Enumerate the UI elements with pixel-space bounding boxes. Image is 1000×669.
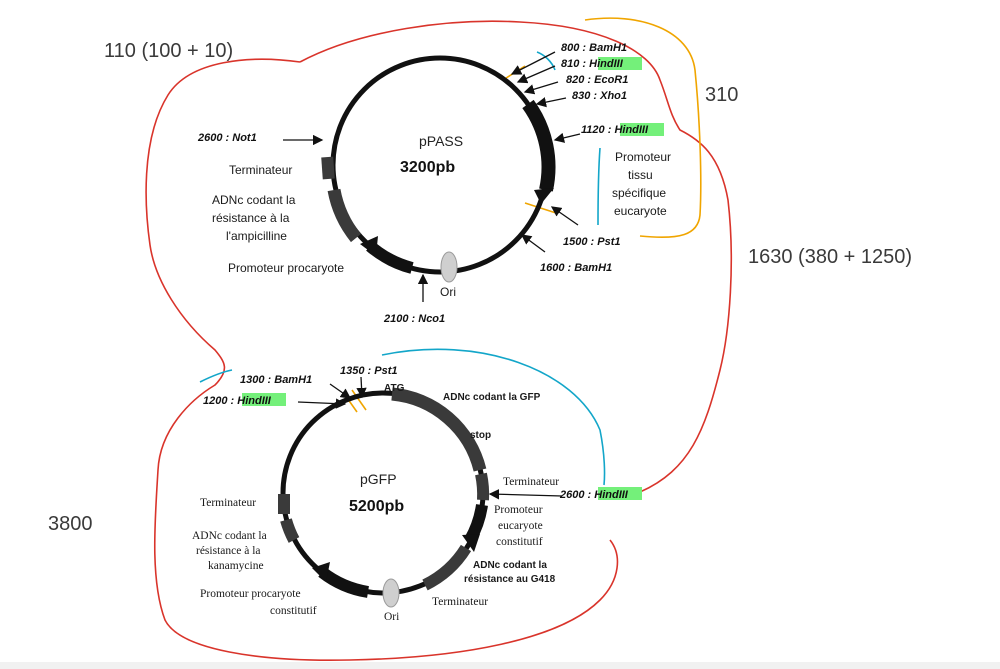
- arrow-pst1-1350: [356, 376, 367, 399]
- ppass-promoteur-tissu-block: [522, 99, 556, 192]
- highlight-hind-810: [598, 57, 642, 70]
- bottom-scroll-strip: [0, 662, 1000, 669]
- ppass-prom-tissu-label-3: spécifique: [612, 186, 666, 200]
- pgfp-prom-proc-arrowhead: [312, 562, 330, 582]
- pgfp-prom-euc-label-3: constitutif: [496, 536, 543, 548]
- ppass-name: pPASS: [419, 133, 463, 149]
- ppass-adnc-label-2: résistance à la: [212, 211, 290, 225]
- arrow-bamh1-1300: [329, 383, 352, 399]
- red-pen-outline: [145, 58, 619, 662]
- pgfp-g418-label-2: résistance au G418: [464, 574, 556, 585]
- ppass-prom-tissu-label-2: tissu: [628, 168, 653, 182]
- orange-pen-bracket: [584, 17, 702, 239]
- arrow-hind-810: [516, 65, 556, 84]
- cyan-pen-mark-3: [199, 369, 233, 383]
- pgfp-name: pGFP: [360, 471, 397, 487]
- arrow-hind-1120: [553, 132, 581, 143]
- site-xho1-830: 830 : Xho1: [572, 90, 627, 102]
- arrow-xho1-830: [535, 97, 567, 108]
- ppass-ori-block: [440, 251, 458, 283]
- ppass-prom-tissu-label-4: eucaryote: [614, 204, 667, 218]
- ppass-prom-tissu-label-1: Promoteur: [615, 150, 671, 164]
- site-ecor1-820: 820 : EcoR1: [566, 74, 628, 86]
- pgfp-terminateur-l-label: Terminateur: [200, 497, 256, 509]
- pgfp-ori-label: Ori: [384, 611, 399, 623]
- pgfp-terminateur-l-block: [278, 494, 290, 514]
- site-nco1-2100: 2100 : Nco1: [383, 313, 445, 325]
- cyan-pen-mark-2: [597, 147, 601, 226]
- pgfp-atg-label: ATG: [384, 383, 405, 394]
- pgfp-kana-block: [280, 518, 300, 543]
- site-pst1-1500: 1500 : Pst1: [563, 236, 620, 248]
- pgfp-terminateur-r-block: [475, 472, 490, 501]
- ppass-promoteur-tissu-arrowhead: [534, 188, 554, 204]
- cyan-pen-arc: [381, 348, 606, 486]
- annotation-110: 110 (100 + 10): [104, 40, 233, 62]
- ppass-terminateur-label: Terminateur: [229, 163, 292, 177]
- ppass-prom-proc-arrowhead: [360, 236, 378, 256]
- red-pen-outline-top: [299, 20, 733, 493]
- site-bamh1-1300: 1300 : BamH1: [240, 374, 312, 386]
- site-hind-1120: 1120 : HindIII: [581, 124, 649, 136]
- arrow-hind-1200: [297, 398, 347, 409]
- highlight-hind-1120: [620, 123, 664, 136]
- pgfp-prom-proc-block: [318, 567, 370, 598]
- pgfp-terminateur-r-label: Terminateur: [503, 476, 559, 488]
- annotation-3800: 3800: [48, 513, 93, 535]
- pgfp-prom-euc-label-1: Promoteur: [494, 504, 543, 516]
- pgfp-prom-euc-arrowhead: [462, 534, 480, 552]
- ppass-terminateur-block: [321, 156, 335, 180]
- pgfp-gfp-block: [391, 387, 487, 472]
- ppass-ori-label: Ori: [440, 285, 456, 299]
- pgfp-terminateur-b-label: Terminateur: [432, 596, 488, 608]
- pgfp-g418-block: [422, 544, 472, 591]
- site-not1-2600: 2600 : Not1: [197, 132, 257, 144]
- site-hind-1200: 1200 : HindIII: [203, 395, 272, 407]
- ppass-amp-block: [327, 188, 362, 243]
- annotation-310: 310: [705, 84, 738, 106]
- orange-tick-4: [351, 389, 367, 411]
- arrow-pst1-1500: [550, 206, 579, 226]
- site-hind-810-pos: 810 : HindIII: [561, 58, 624, 70]
- pgfp-ori-block: [382, 578, 400, 608]
- pgfp-prom-proc-label-2: constitutif: [270, 605, 317, 617]
- pgfp-prom-proc-label-1: Promoteur procaryote: [200, 588, 301, 600]
- pgfp-prom-euc-label-2: eucaryote: [498, 520, 543, 532]
- ppass-adnc-label-1: ADNc codant la: [212, 193, 296, 207]
- ppass-adnc-label-3: l'ampicilline: [226, 229, 287, 243]
- pgfp-g418-label-1: ADNc codant la: [473, 560, 547, 571]
- pgfp-stop-label: stop: [470, 430, 491, 441]
- pgfp-kana-label-1: ADNc codant la: [192, 530, 267, 542]
- pgfp-gfp-label: ADNc codant la GFP: [443, 392, 541, 403]
- site-hind-2600: 2600 : HindIII: [559, 489, 629, 501]
- pgfp-size: 5200pb: [349, 498, 404, 515]
- site-bamh1-800: 800 : BamH1: [561, 42, 627, 54]
- ppass-promoteur-label: Promoteur procaryote: [228, 261, 344, 275]
- highlight-hind-1200: [242, 393, 286, 406]
- plasmid-ppass: pPASS 3200pb 800 : BamH1 810 : HindIII 8…: [197, 42, 671, 325]
- plasmid-pgfp: pGFP 5200pb 1300 : BamH1 1350 : Pst1 120…: [192, 365, 642, 623]
- arrow-hind-2600: [488, 489, 563, 500]
- pgfp-kana-label-3: kanamycine: [208, 560, 264, 572]
- arrow-bamh1-1600: [520, 234, 546, 253]
- cyan-pen-mark-1: [536, 51, 556, 71]
- ppass-size: 3200pb: [400, 159, 455, 176]
- arrow-bamh1-800: [510, 51, 556, 75]
- annotation-1630: 1630 (380 + 1250): [748, 246, 912, 268]
- arrow-ecor1-820: [523, 81, 559, 95]
- pgfp-kana-label-2: résistance à la: [196, 545, 261, 557]
- highlight-hind-2600: [598, 487, 642, 500]
- site-pst1-1350: 1350 : Pst1: [340, 365, 397, 377]
- site-bamh1-1600: 1600 : BamH1: [540, 262, 612, 274]
